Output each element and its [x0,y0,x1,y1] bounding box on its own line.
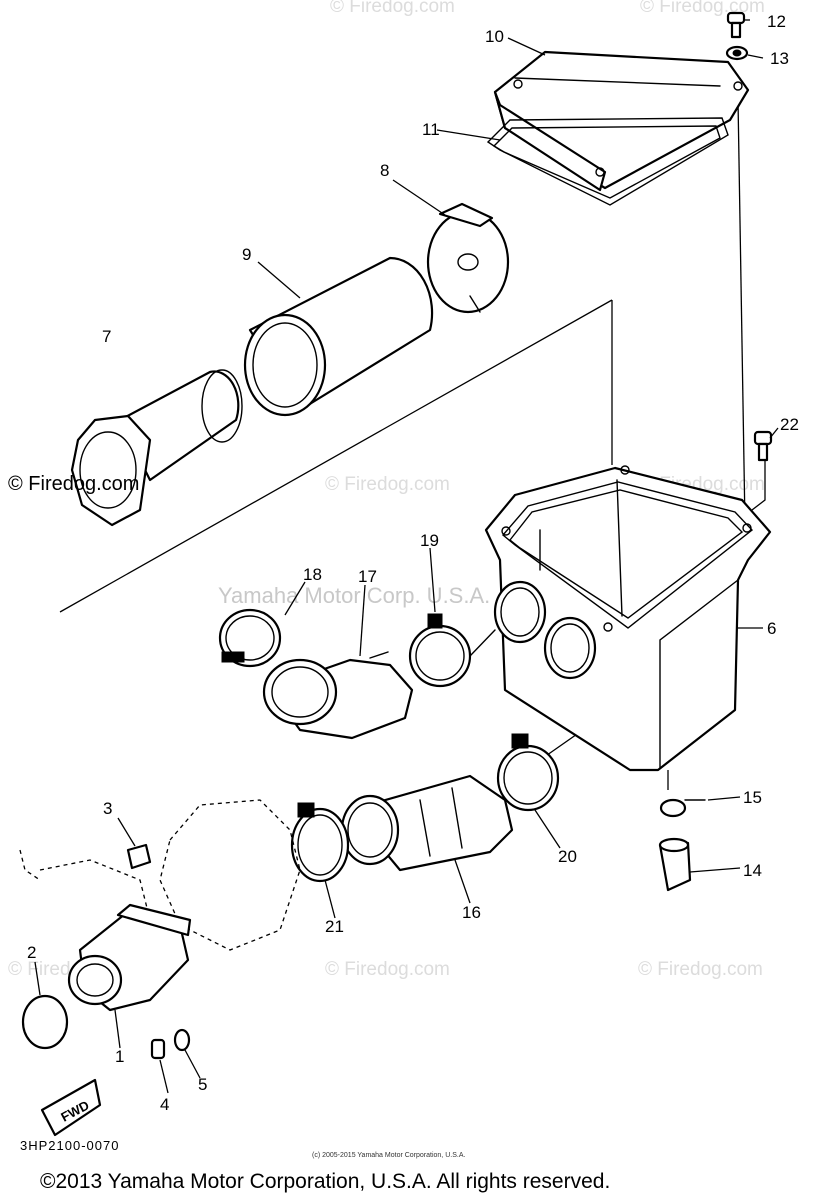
part-8-filter-cap [426,202,510,314]
watermark-top-center: © Firedog.com [330,0,455,17]
carburetor-outline [19,799,301,951]
firedog-stamp: © Firedog.com [8,473,139,495]
callout-14: 14 [743,861,762,880]
diagram-code: 3HP2100-0070 [20,1138,119,1153]
watermark-mid-center: © Firedog.com [325,474,450,495]
callout-12: 12 [767,12,786,31]
callout-11: 11 [422,120,440,139]
callout-2: 2 [27,943,36,962]
part-22-bolt [753,430,773,462]
callout-15: 15 [743,788,762,807]
callout-labels: 10 11 12 13 8 9 7 22 18 17 19 6 15 14 20… [27,12,799,1114]
callout-1: 1 [115,1047,124,1066]
callout-19: 19 [420,531,439,550]
callout-9: 9 [242,245,251,264]
fwd-arrow-icon: FWD [40,1078,102,1137]
footer-copyright: ©2013 Yamaha Motor Corporation, U.S.A. A… [40,1170,610,1193]
part-5-washer [173,1028,191,1052]
callout-16: 16 [462,903,481,922]
callout-8: 8 [380,161,389,180]
part-21-clamp [290,802,350,883]
watermark-layer: © Firedog.com © Firedog.com © Firedog.co… [8,0,765,980]
callout-3: 3 [103,799,112,818]
part-14-drain [658,837,692,892]
part-4-screw [150,1038,166,1060]
callout-5: 5 [198,1075,207,1094]
callout-leaders [34,19,779,1094]
part-6-air-cleaner-case [484,465,772,772]
part-10-case-cover [493,50,750,192]
callout-17: 17 [358,567,377,586]
watermark-top-right: © Firedog.com [640,0,765,17]
part-12-screw [726,11,746,39]
part-2-o-ring [21,994,69,1050]
callout-21: 21 [325,917,344,936]
callout-10: 10 [485,27,504,46]
part-13-washer [725,45,749,61]
part-19-clamp [408,613,496,688]
callout-13: 13 [770,49,789,68]
watermark-low-right: © Firedog.com [638,959,763,980]
watermark-low-center: © Firedog.com [325,959,450,980]
part-15-band [659,798,706,818]
part-16-hose-joint [340,774,514,872]
part-1-carburetor-joint [67,903,192,1012]
callout-7: 7 [102,327,111,346]
corp-watermark: Yamaha Motor Corp. U.S.A. [218,583,490,608]
callout-6: 6 [767,619,776,638]
part-18-clamp [218,608,282,668]
callout-22: 22 [780,415,799,434]
case-outlet-ports [493,580,597,680]
part-9-foam-element [243,256,434,417]
callout-20: 20 [558,847,577,866]
part-3-cap [126,843,152,870]
part-7-element-guide [70,369,243,527]
small-copyright: (c) 2005-2015 Yamaha Motor Corporation, … [312,1152,465,1159]
part-11-seal [486,117,729,206]
part-17-joint [262,651,414,740]
callout-18: 18 [303,565,322,584]
callout-4: 4 [160,1095,169,1114]
part-20-clamp [496,733,560,812]
